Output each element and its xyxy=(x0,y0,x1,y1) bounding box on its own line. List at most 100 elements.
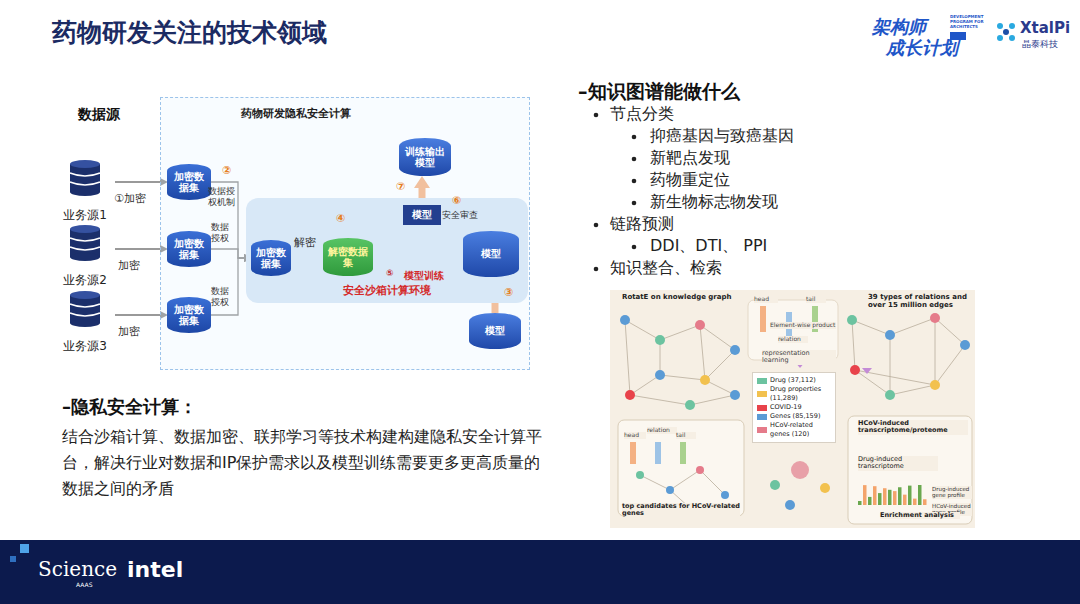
label-text: ④ xyxy=(336,212,350,226)
legend-row: Genes (85,159) xyxy=(757,412,831,421)
label-text: DEVELOPMENT PROGRAM FOR ARCHITECTS xyxy=(950,14,990,29)
legend-row: Drug (37,112) xyxy=(757,376,831,385)
connector xyxy=(115,181,160,182)
connector xyxy=(115,314,160,315)
figure-path xyxy=(852,318,965,395)
node-text: 加密数据集 xyxy=(254,247,288,270)
legend-text: Genes (85,159) xyxy=(770,412,820,421)
figure-rect xyxy=(630,442,636,464)
figure-rect xyxy=(848,416,972,524)
legend-text: COVID-19 xyxy=(770,403,802,412)
label-text: 数据授权机制 xyxy=(208,186,237,209)
kg-figure xyxy=(610,290,975,528)
figure-rect xyxy=(20,544,29,553)
figure-rect xyxy=(10,556,16,562)
figure-circle xyxy=(636,471,644,479)
model-cylinder: 训练输出模型 xyxy=(399,138,451,176)
label-text: tail xyxy=(806,296,826,303)
figure-circle xyxy=(666,486,674,494)
label-text: top candidates for HCoV-related genes xyxy=(622,503,740,518)
figure-circle xyxy=(632,135,637,140)
figure-circle xyxy=(997,35,1003,41)
figure-circle xyxy=(594,113,599,118)
figure-circle xyxy=(960,340,970,350)
figure-rect xyxy=(655,442,661,464)
figure-circle xyxy=(1009,23,1015,29)
label-text: 架构师 xyxy=(872,16,952,39)
legend-row: COVID-19 xyxy=(757,403,831,412)
figure-rect xyxy=(913,499,917,505)
figure-circle xyxy=(594,267,599,272)
label-text: 新生物标志物发现 xyxy=(650,192,870,212)
figure-rect xyxy=(908,486,912,505)
figure-circle xyxy=(695,320,705,330)
figure-rect xyxy=(918,485,922,505)
figure-circle xyxy=(730,345,740,355)
node-text: 加密数据集 xyxy=(170,171,208,194)
sandbox-box: 安全沙箱计算环境加密数据集解密数据集模型训练模型模型 xyxy=(246,198,528,303)
footer-bar xyxy=(0,540,1080,604)
figure-circle xyxy=(930,313,940,323)
label-text: 成长计划 xyxy=(886,37,976,60)
legend-text: Drug (37,112) xyxy=(770,376,816,385)
figure-rect xyxy=(618,420,744,516)
label-text: head xyxy=(754,296,778,303)
figure-use xyxy=(70,225,100,261)
legend-swatch xyxy=(757,427,767,433)
label-text: 药物重定位 xyxy=(650,170,850,190)
model-cylinder: 模型 xyxy=(469,313,521,349)
label-text: 知识整合、检索 xyxy=(610,258,810,278)
dataset-cylinder: 加密数据集 xyxy=(167,297,211,333)
label-text: ⑤ xyxy=(386,268,398,279)
figure-circle xyxy=(770,480,780,490)
figure-g xyxy=(625,318,965,508)
figure-circle xyxy=(620,315,630,325)
figure-circle xyxy=(791,461,809,479)
figure-use xyxy=(70,291,100,327)
figure-rect xyxy=(760,306,766,332)
label-text: ⑦ xyxy=(396,180,410,194)
node-text: 模型 xyxy=(412,208,432,222)
figure-circle xyxy=(785,500,795,510)
label-text: –知识图谱能做什么 xyxy=(578,80,878,104)
label-text: ⑥ xyxy=(452,194,466,208)
label-text: 安全审查 xyxy=(442,210,482,221)
label-text: 结合沙箱计算、数据加密、联邦学习等技术构建构建隐私安全计算平台，解决行业对数据和… xyxy=(62,424,548,502)
figure-rect xyxy=(868,497,872,505)
xtalpi-mark xyxy=(997,23,1015,41)
slide-title: 药物研发关注的技术领域 xyxy=(52,16,327,49)
figure-circle xyxy=(685,400,695,410)
node-text: 模型 xyxy=(481,248,501,260)
figure-circle xyxy=(1009,35,1015,41)
label-text: 加密 xyxy=(118,325,148,339)
model-box: 模型 xyxy=(403,205,441,225)
legend-swatch xyxy=(757,405,767,411)
figure-rect xyxy=(878,493,882,505)
figure-circle xyxy=(655,335,665,345)
label-text: intel xyxy=(127,556,187,584)
figure-circle xyxy=(847,315,857,325)
figure-circle xyxy=(700,375,710,385)
label-text: 解密 xyxy=(294,236,320,250)
figure-circle xyxy=(820,483,830,493)
label-text: ①加密 xyxy=(114,192,160,206)
figure-circle xyxy=(632,179,637,184)
data-source: 业务源3 xyxy=(55,289,115,355)
dataset-cylinder: 解密数据集 xyxy=(323,238,373,276)
label-text: 链路预测 xyxy=(610,214,810,234)
figure-rect xyxy=(893,491,897,505)
figure-rect xyxy=(680,442,686,464)
label-text: DDI、DTI、 PPI xyxy=(650,236,850,256)
figure-path xyxy=(862,368,872,374)
source-icons xyxy=(70,160,100,327)
legend-text: HCoV-related genes (120) xyxy=(770,421,831,439)
label-text: Drug-induced transcriptome xyxy=(858,456,938,471)
node-text: 药物研发隐私安全计算 xyxy=(241,106,529,121)
label-text: 39 types of relations and over 15 millio… xyxy=(868,293,968,309)
node-text: 训练输出模型 xyxy=(403,146,447,169)
legend-row: Drug properties (11,289) xyxy=(757,385,831,403)
label-text: Element-wise product xyxy=(770,322,836,329)
legend-swatch xyxy=(757,414,767,420)
node-text: 安全沙箱计算环境 xyxy=(343,283,431,298)
